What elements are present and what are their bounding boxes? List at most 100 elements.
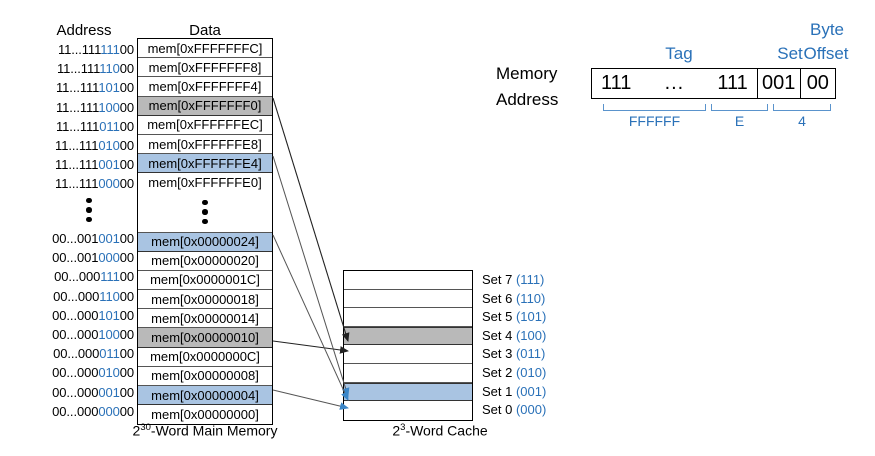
memory-row: mem[0xFFFFFFEC] (138, 115, 272, 135)
addr-offset-bits: 00 (119, 269, 134, 285)
memory-address-title-line2: Address (496, 90, 559, 109)
addr-offset-bits: 00 (119, 42, 134, 57)
addr-tag-bits: 00...001 (52, 231, 99, 246)
set-name: Set 7 (482, 272, 516, 287)
set-bits: (000) (515, 402, 547, 418)
memory-row: mem[0xFFFFFFFC] (138, 39, 272, 59)
addr-set-bits: 101 (98, 80, 120, 96)
addr-tag-bits: 11...111 (56, 61, 100, 77)
cache-set-row (344, 308, 472, 327)
addr-tag-bits: 11...111 (55, 137, 99, 153)
address-label: 11...11101000 (24, 136, 134, 155)
addr-set-bits: 000 (98, 176, 120, 192)
tag-ellipsis: ... (664, 72, 685, 94)
addr-tag-bits: 00...000 (53, 346, 100, 362)
offset-hex-bracket (773, 104, 831, 111)
arrow-blue-mid (272, 234, 349, 401)
address-label: 00...00001100 (24, 344, 134, 363)
addr-tag-bits: 11...111 (55, 157, 99, 173)
memory-row: mem[0x00000014] (138, 309, 272, 329)
addr-set-bits: 100 (98, 326, 120, 342)
memory-ellipsis-row (138, 192, 272, 233)
memory-cell-value: mem[0x00000014] (151, 310, 259, 326)
set-hex-bracket (711, 104, 768, 111)
memory-cell-value: mem[0xFFFFFFF4] (148, 78, 262, 94)
set-bits: (010) (515, 364, 547, 380)
main-memory-caption: 230-Word Main Memory (60, 422, 350, 439)
offset-field-cell: 00 (799, 69, 835, 98)
memory-cell-value: mem[0x00000010] (151, 330, 259, 346)
memory-row: mem[0xFFFFFFE4] (138, 154, 272, 174)
caption-text: -Word Main Memory (150, 422, 278, 439)
set-name: Set 6 (482, 290, 516, 306)
memory-row: mem[0x0000001C] (138, 270, 272, 291)
addr-tag-bits: 00...000 (52, 365, 99, 381)
memory-cell-value: mem[0xFFFFFFE0] (148, 175, 262, 191)
address-label: 11...11100100 (24, 155, 134, 174)
memory-cell-value: mem[0xFFFFFFE8] (148, 136, 262, 152)
memory-row: mem[0xFFFFFFE8] (138, 134, 272, 155)
addr-set-bits: 100 (98, 99, 120, 115)
tag-field-cell: 111 ... 111 (592, 69, 757, 98)
caption-text: -Word Cache (405, 422, 488, 439)
vertical-ellipsis-icon (202, 199, 208, 225)
memory-rows-upper: mem[0xFFFFFFFC]mem[0xFFFFFFF8] mem[0xFFFF… (138, 39, 272, 193)
addr-tag-bits: 00...000 (52, 384, 99, 400)
set-name: Set 4 (482, 327, 516, 343)
caption-exponent: 30 (140, 422, 151, 433)
address-format-box: 111 ... 111 001 00 (591, 68, 836, 99)
memory-row: mem[0xFFFFFFE0] (138, 173, 272, 193)
cache-set-row (344, 345, 472, 364)
addr-offset-bits: 00 (119, 137, 134, 153)
memory-cell-value: mem[0xFFFFFFF8] (148, 59, 262, 75)
cache-set-row (344, 289, 472, 309)
address-column-header: Address (56, 22, 112, 39)
memory-row: mem[0x00000020] (138, 251, 272, 271)
memory-row: mem[0x0000000C] (138, 347, 272, 367)
offset-field-label: Offset (803, 44, 849, 63)
cache-set-label: Set 6 (110) (482, 290, 572, 309)
addr-set-bits: 101 (98, 307, 120, 323)
tag-field-label: Tag (665, 44, 693, 63)
address-label: 00...00000100 (24, 383, 134, 402)
address-label: 00...00010100 (24, 306, 134, 325)
addr-tag-bits: 11...111 (57, 42, 101, 57)
set-hex-label: E (734, 113, 745, 129)
set-name: Set 1 (482, 383, 516, 399)
addr-offset-bits: 00 (119, 118, 134, 134)
memory-cell-value: mem[0xFFFFFFF0] (148, 98, 262, 114)
address-label: 11...11111000 (24, 59, 134, 78)
addr-set-bits: 111 (100, 42, 120, 57)
cache-set-label: Set 5 (101) (482, 308, 572, 327)
memory-cell-value: mem[0x0000000C] (150, 349, 260, 365)
caption-base: 2 (392, 422, 401, 439)
cache-set-label: Set 1 (001) (482, 383, 572, 402)
set-name: Set 2 (482, 364, 516, 380)
addr-set-bits: 110 (99, 61, 120, 77)
addr-offset-bits: 00 (119, 384, 134, 400)
addr-offset-bits: 00 (119, 288, 134, 304)
memory-row: mem[0xFFFFFFF4] (138, 77, 272, 97)
set-bits: (011) (515, 346, 546, 362)
cache-set-row (344, 326, 472, 346)
addr-tag-bits: 11...111 (56, 99, 99, 115)
addr-offset-bits: 00 (119, 231, 134, 246)
addr-tag-bits: 11...111 (56, 80, 99, 96)
addr-offset-bits: 00 (119, 365, 134, 381)
address-label: 00...00010000 (24, 325, 134, 344)
data-column-header: Data (189, 22, 221, 39)
addr-tag-bits: 00...000 (52, 326, 99, 342)
address-label: 00...00001000 (24, 363, 134, 382)
memory-cell-value: mem[0x00000024] (151, 234, 259, 250)
memory-cell-value: mem[0x00000020] (151, 253, 259, 269)
addr-offset-bits: 00 (119, 157, 134, 173)
addr-set-bits: 000 (98, 250, 120, 266)
tag-hex-bracket (603, 104, 706, 111)
memory-row: mem[0xFFFFFFF0] (138, 96, 272, 116)
addr-tag-bits: 00...000 (52, 307, 99, 323)
set-bits: (110) (515, 290, 546, 306)
memory-cell-value: mem[0xFFFFFFE4] (148, 155, 262, 171)
cache-rows (344, 271, 472, 420)
cache-set-row (344, 363, 472, 383)
